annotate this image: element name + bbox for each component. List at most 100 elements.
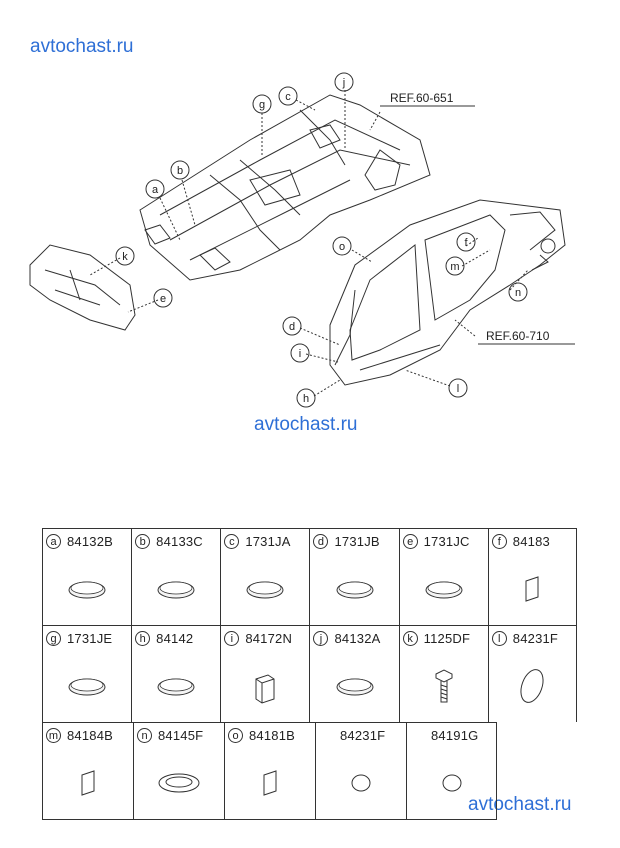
dash-insulator-drawing xyxy=(29,244,136,331)
callout-g: g xyxy=(259,99,265,111)
part-header: h 84142 xyxy=(132,626,220,650)
callout-o: o xyxy=(339,241,345,253)
part-header: d 1731JB xyxy=(310,529,398,553)
part-header: f 84183 xyxy=(489,529,576,553)
part-header: l 84231F xyxy=(489,626,576,650)
part-cell: n 84145F xyxy=(133,722,224,820)
part-header: k 1125DF xyxy=(400,626,488,650)
callout-m: m xyxy=(450,261,459,273)
part-number: 84132A xyxy=(334,630,381,646)
callout-d: d xyxy=(289,321,295,333)
reference-label-1: REF.60-651 xyxy=(390,91,454,105)
callout-j: j xyxy=(342,77,345,89)
part-letter: g xyxy=(46,630,61,646)
part-header: 84191G xyxy=(407,723,496,747)
part-number: 84133C xyxy=(156,533,203,549)
part-letter: c xyxy=(224,533,240,549)
parts-row: m 84184B n 84145F o 84181B 84231F 84191G xyxy=(42,722,577,820)
part-number: 1731JC xyxy=(423,533,470,549)
callout-a: a xyxy=(152,184,159,196)
callout-h: h xyxy=(303,393,309,405)
part-header: o 84181B xyxy=(225,723,315,747)
round-plug-icon xyxy=(43,650,131,722)
part-letter: k xyxy=(402,630,418,646)
round-plug-icon xyxy=(132,553,220,625)
part-number: 84231F xyxy=(512,630,559,646)
part-letter: j xyxy=(313,630,329,646)
part-header: n 84145F xyxy=(134,723,224,747)
part-number: 1731JA xyxy=(245,533,291,549)
callout-circles xyxy=(115,72,528,408)
part-letter: h xyxy=(135,630,151,646)
watermark-middle: avtochast.ru xyxy=(254,414,358,435)
round-plug-icon xyxy=(43,553,131,625)
callout-c: c xyxy=(285,91,291,103)
callout-b: b xyxy=(177,165,183,177)
part-cell: f 84183 xyxy=(487,528,577,625)
part-cell: d 1731JB xyxy=(309,528,399,625)
part-number: 84181B xyxy=(249,727,296,743)
leader-lines xyxy=(89,90,529,397)
part-letter: n xyxy=(137,727,152,743)
pad-icon xyxy=(489,553,576,625)
part-letter: f xyxy=(491,533,507,549)
part-letter: m xyxy=(46,727,61,743)
part-cell: o 84181B xyxy=(224,722,315,820)
round-plug-icon xyxy=(310,650,398,722)
part-cell: k 1125DF xyxy=(398,625,488,722)
part-letter: l xyxy=(491,630,507,646)
round-plug-icon xyxy=(400,553,488,625)
watermark-top: avtochast.ru xyxy=(30,36,134,57)
part-cell: m 84184B xyxy=(42,722,133,820)
ring-plug-icon xyxy=(134,747,224,819)
callout-n: n xyxy=(515,287,521,299)
callout-e: e xyxy=(160,293,166,305)
part-number: 1731JB xyxy=(334,533,380,549)
part-letter: i xyxy=(224,630,240,646)
part-header: c 1731JA xyxy=(221,529,309,553)
part-number: 84142 xyxy=(156,630,194,646)
part-cell: b 84133C xyxy=(131,528,221,625)
part-number: 84231F xyxy=(340,727,386,743)
part-number: 84132B xyxy=(67,533,114,549)
part-cell: c 1731JA xyxy=(220,528,310,625)
part-cell: j 84132A xyxy=(309,625,399,722)
round-plug-icon xyxy=(132,650,220,722)
round-plug-icon xyxy=(310,553,398,625)
callout-i: i xyxy=(299,348,301,360)
side-panel-drawing xyxy=(329,199,566,386)
circle-pad-icon xyxy=(316,747,406,819)
callout-l: l xyxy=(457,383,459,395)
part-cell: l 84231F xyxy=(487,625,577,722)
part-header: b 84133C xyxy=(132,529,220,553)
floor-pan-drawing xyxy=(139,94,431,281)
pad-icon xyxy=(225,747,315,819)
part-letter: o xyxy=(228,727,243,743)
part-number: 84183 xyxy=(512,533,550,549)
part-header: i 84172N xyxy=(221,626,309,650)
part-letter: b xyxy=(135,533,151,549)
part-header: 84231F xyxy=(316,723,406,747)
oval-pad-icon xyxy=(489,650,576,722)
part-cell: i 84172N xyxy=(220,625,310,722)
part-letter: d xyxy=(313,533,329,549)
part-number: 1125DF xyxy=(423,630,471,646)
pad-icon xyxy=(43,747,133,819)
part-number: 84184B xyxy=(67,727,114,743)
circle-pad-icon xyxy=(407,747,496,819)
foam-block-icon xyxy=(221,650,309,722)
callout-f: f xyxy=(464,237,468,249)
part-number: 84145F xyxy=(158,727,204,743)
callout-k: k xyxy=(122,251,128,263)
part-header: j 84132A xyxy=(310,626,398,650)
part-number: 84172N xyxy=(245,630,293,646)
